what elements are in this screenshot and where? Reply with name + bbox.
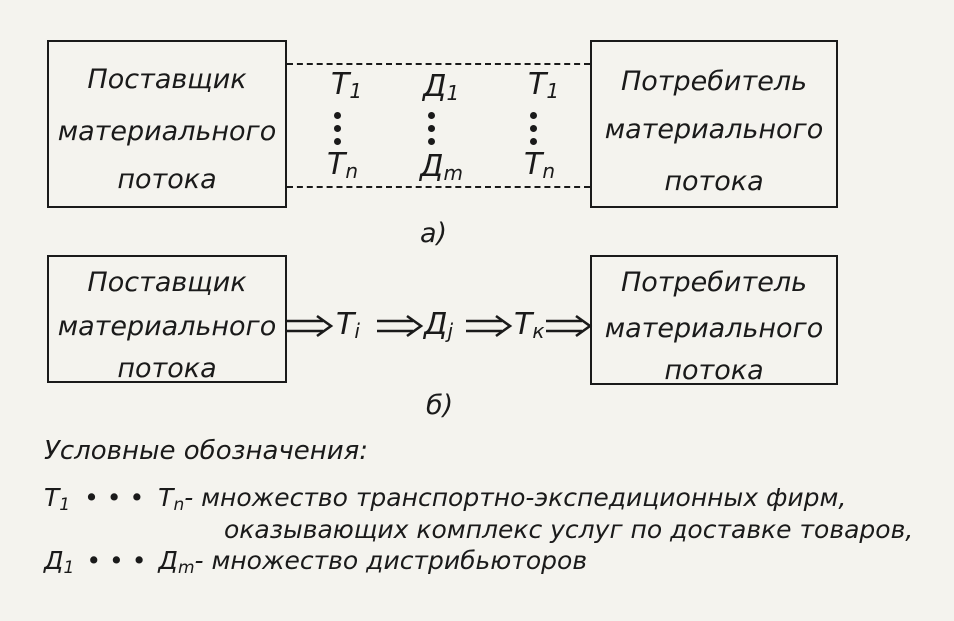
legend-carrier-first: T1 — [44, 483, 71, 515]
legend-title: Условные обозначения: — [44, 436, 369, 466]
supplier-box-a: Поставщик материального потока — [47, 40, 287, 208]
consumer-label-line-2: материального — [604, 313, 824, 344]
legend-distributors-description: - множество дистрибьюторов — [194, 546, 588, 575]
carrier-last-symbol: Tn — [524, 147, 556, 183]
double-arrow-icon — [287, 314, 334, 338]
supplier-label-line-2: материального — [57, 116, 277, 147]
consumer-label-line-2: материального — [604, 114, 824, 145]
legend-distributors-line: Д1 • • • Дm- множество дистрибьюторов — [44, 546, 587, 578]
caption-a: а) — [420, 218, 448, 249]
ellipsis-dot — [530, 138, 537, 145]
chain-distributor-j: Дj — [424, 307, 453, 343]
double-arrow-icon — [466, 314, 513, 338]
supplier-label-line-2: материального — [57, 311, 277, 342]
legend-distributor-last: Дm — [158, 546, 195, 578]
legend-carriers-description: - множество транспортно-экспедиционных ф… — [184, 483, 847, 512]
carrier-last-symbol: Tn — [327, 147, 359, 183]
carrier-first-symbol: T1 — [331, 67, 363, 103]
chain-carrier-i: Ti — [336, 307, 360, 343]
supplier-label-line-3: потока — [117, 164, 217, 195]
distributor-first-symbol: Д1 — [423, 69, 460, 105]
consumer-label-line-3: потока — [664, 166, 764, 197]
legend-ellipsis: • • • — [84, 483, 145, 512]
supplier-box-b: Поставщик материального потока — [47, 255, 287, 383]
double-arrow-icon — [546, 314, 593, 338]
ellipsis-dot — [530, 112, 537, 119]
legend-carrier-last: Tn — [158, 483, 185, 515]
ellipsis-dot — [334, 112, 341, 119]
dashed-connector-top — [287, 63, 590, 65]
ellipsis-dot — [334, 138, 341, 145]
consumer-label-line-1: Потребитель — [620, 267, 807, 298]
legend-ellipsis: • • • — [86, 546, 147, 575]
legend-carriers-line-2: оказывающих комплекс услуг по доставке т… — [224, 515, 914, 544]
distributor-last-symbol: Дm — [420, 149, 463, 185]
consumer-label-line-3: потока — [664, 355, 764, 386]
consumer-box-b: Потребитель материального потока — [590, 255, 838, 385]
ellipsis-dot — [428, 125, 435, 132]
chain-carrier-k: Tк — [514, 307, 545, 343]
legend-carriers-line-1: T1 • • • Tn- множество транспортно-экспе… — [44, 483, 846, 515]
supplier-label-line-1: Поставщик — [87, 64, 247, 95]
ellipsis-dot — [334, 125, 341, 132]
ellipsis-dot — [530, 125, 537, 132]
supplier-label-line-3: потока — [117, 353, 217, 384]
consumer-label-line-1: Потребитель — [620, 66, 807, 97]
carrier-first-symbol: T1 — [528, 67, 560, 103]
dashed-connector-bottom — [287, 186, 590, 188]
supplier-label-line-1: Поставщик — [87, 267, 247, 298]
consumer-box-a: Потребитель материального потока — [590, 40, 838, 208]
ellipsis-dot — [428, 138, 435, 145]
caption-b: б) — [426, 390, 454, 421]
legend-distributor-first: Д1 — [44, 546, 75, 578]
ellipsis-dot — [428, 112, 435, 119]
double-arrow-icon — [377, 314, 424, 338]
